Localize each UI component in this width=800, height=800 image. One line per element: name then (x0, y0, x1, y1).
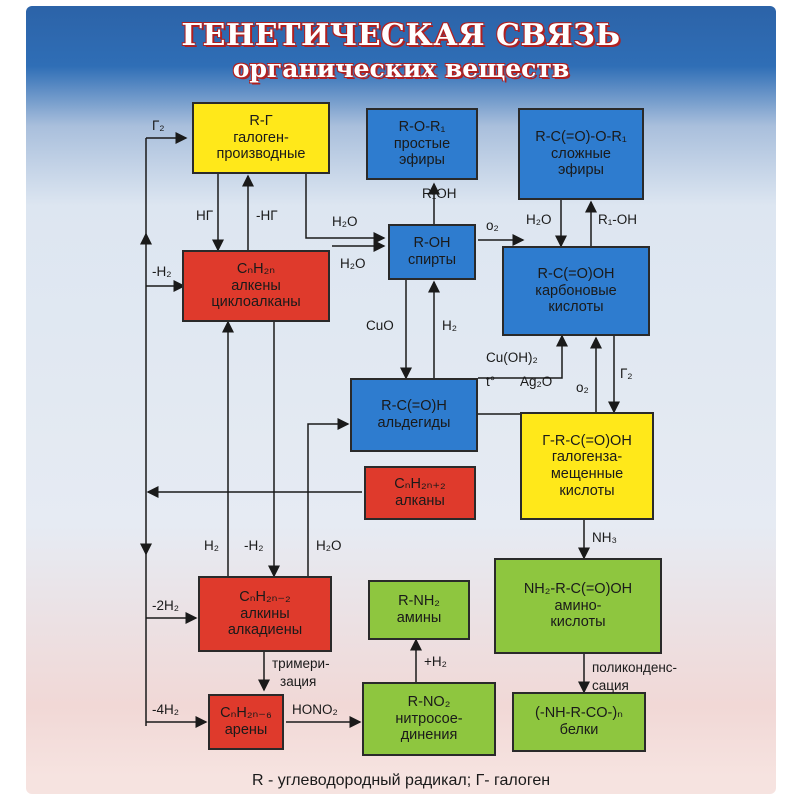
box-amines: R-NH₂ амины (368, 580, 470, 640)
formula: CₙH₂ₙ₊₂ (394, 476, 446, 493)
formula: (-NH-R-CO-)ₙ (535, 705, 623, 722)
label: кислоты (550, 614, 606, 631)
box-proteins: (-NH-R-CO-)ₙ белки (512, 692, 646, 752)
formula: Г-R-C(=O)OH (542, 432, 632, 449)
label: белки (559, 722, 599, 738)
box-carboxylic-acids: R-C(=O)OH карбоновые кислоты (502, 246, 650, 336)
label-hono2: HONO₂ (292, 702, 338, 717)
label: алкены (231, 277, 281, 294)
label-o2-2: o₂ (576, 380, 589, 395)
label: нитросое- (395, 710, 463, 727)
label: алкадиены (227, 622, 303, 639)
arrow-alkynes-aldehydes (307, 418, 350, 576)
label-o2-1: o₂ (486, 218, 499, 233)
label: амино- (554, 597, 602, 614)
label-minus-h2-2: -H₂ (244, 538, 264, 553)
label-cuoh2: Cu(OH)₂ (486, 350, 538, 365)
label: спирты (407, 252, 456, 268)
label-h2o-4: H₂O (316, 538, 342, 553)
footer-legend: R - углеводородный радикал; Г- галоген (251, 772, 551, 789)
poster-title: ГЕНЕТИЧЕСКАЯ СВЯЗЬ (181, 18, 621, 53)
box-alkanes: CₙH₂ₙ₊₂ алканы (364, 466, 476, 520)
label: кислоты (559, 482, 615, 499)
label: циклоалканы (211, 294, 301, 311)
box-aldehydes: R-C(=O)H альдегиды (350, 378, 478, 452)
arrow-aldehydes-acids-cu (478, 334, 568, 379)
poster-subtitle: органических веществ (232, 54, 570, 83)
box-ethers: R-O-R₁ простые эфиры (366, 108, 478, 180)
label-t: t° (486, 374, 496, 389)
formula: R-OH (413, 235, 451, 252)
label-plus-h2: +H₂ (424, 654, 447, 669)
label-polycondensation: поликонденс- (592, 660, 678, 675)
box-alkenes: CₙH₂ₙ алкены циклоалканы (182, 250, 330, 322)
label-hg: НГ (196, 208, 214, 223)
label-minus-h2-1: -H₂ (152, 264, 172, 279)
label: сложные (551, 145, 611, 162)
label-g2-right: Г₂ (620, 366, 633, 381)
label-minus-2h2: -2H₂ (152, 598, 179, 613)
label-r1oh: R₁OH (422, 186, 457, 201)
label-minus-hg: -НГ (256, 208, 278, 223)
formula: R-NO₂ (407, 693, 451, 710)
box-alkynes: CₙH₂ₙ₋₂ алкины алкадиены (198, 576, 332, 652)
formula: NH₂-R-C(=O)OH (523, 580, 633, 597)
label-h2-1: H₂ (442, 318, 457, 333)
box-esters: R-C(=O)-O-R₁ сложные эфиры (518, 108, 644, 200)
formula: CₙH₂ₙ (236, 260, 276, 277)
label: амины (396, 610, 442, 626)
label: альдегиды (377, 415, 451, 431)
formula: CₙH₂ₙ₋₆ (220, 705, 272, 722)
box-aminoacids: NH₂-R-C(=O)OH амино- кислоты (494, 558, 662, 654)
label-nh3: NH₃ (592, 530, 617, 545)
label: карбоновые (535, 282, 617, 299)
label: галогенза- (551, 449, 623, 466)
formula: R-C(=O)-O-R₁ (535, 128, 627, 145)
arrow-halogen-alcohols (305, 174, 386, 244)
label: арены (224, 722, 268, 738)
label: мещенные (550, 466, 624, 482)
label-minus-4h2: -4H₂ (152, 702, 179, 717)
formula: CₙH₂ₙ₋₂ (239, 588, 291, 605)
formula: R-C(=O)OH (537, 265, 615, 282)
label: галоген- (233, 129, 289, 146)
box-halogen-derivatives: R-Г галоген- производные (192, 102, 330, 174)
label-h2-2: H₂ (204, 538, 219, 553)
formula: R-Г (249, 112, 273, 129)
poster: ГЕНЕТИЧЕСКАЯ СВЯЗЬ органических веществ (26, 6, 776, 794)
box-nitro: R-NO₂ нитросое- динения (362, 682, 496, 756)
label: алкины (240, 605, 290, 622)
label-h2o-2: H₂O (526, 212, 552, 227)
label: простые (393, 135, 451, 152)
label: производные (216, 146, 306, 163)
formula: R-C(=O)H (381, 398, 447, 415)
label-ag2o: Ag₂O (520, 374, 553, 389)
box-arenes: CₙH₂ₙ₋₆ арены (208, 694, 284, 750)
label-trimerization: тримери- (272, 656, 330, 671)
label: динения (400, 727, 458, 744)
label-cuo: CuO (366, 318, 394, 333)
label-polycondensation-2: сация (592, 678, 629, 693)
formula: R-O-R₁ (398, 118, 446, 135)
label-h2o-1: H₂O (332, 214, 358, 229)
label-trimerization-2: зация (280, 674, 317, 689)
formula: R-NH₂ (398, 593, 440, 610)
label-r1-oh: R₁-OH (598, 212, 638, 227)
label: эфиры (399, 152, 445, 169)
box-haloacids: Г-R-C(=O)OH галогенза- мещенные кислоты (520, 412, 654, 520)
label: кислоты (548, 299, 604, 316)
label-g2-top: Г₂ (152, 118, 165, 133)
label: алканы (395, 493, 445, 509)
label-h2o-3: H₂O (340, 256, 366, 271)
box-alcohols: R-OH спирты (388, 224, 476, 280)
label: эфиры (558, 162, 604, 179)
